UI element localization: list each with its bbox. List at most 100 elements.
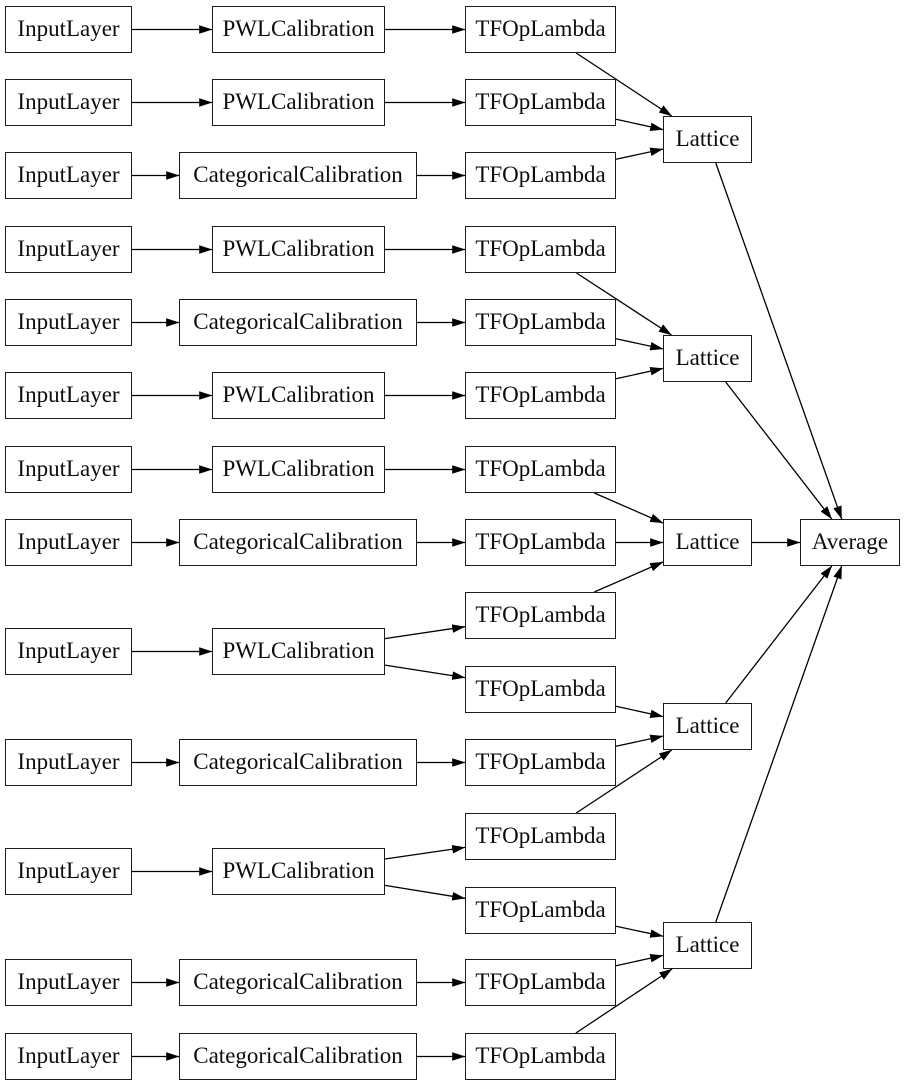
node-label: PWLCalibration: [222, 858, 375, 883]
edge-lat4-to-avg: [725, 565, 833, 704]
node-label: TFOpLambda: [475, 162, 606, 187]
node-label: TFOpLambda: [475, 16, 606, 41]
node-label: TFOpLambda: [475, 1043, 606, 1068]
node-tf10-tfoplambda: TFOpLambda: [465, 666, 616, 713]
node-in8-inputlayer: InputLayer: [5, 519, 132, 566]
node-label: Average: [811, 529, 889, 554]
node-tf4-tfoplambda: TFOpLambda: [465, 226, 616, 273]
node-label: CategoricalCalibration: [193, 309, 403, 334]
edge-tf11-to-lat4: [615, 734, 664, 747]
edge-cal11-to-tf13: [384, 884, 466, 901]
node-cal10-categoricalcalibration: CategoricalCalibration: [179, 739, 417, 786]
node-label: TFOpLambda: [475, 897, 606, 922]
node-label: CategoricalCalibration: [193, 969, 403, 994]
edge-lat2-to-avg: [725, 381, 833, 520]
node-tf13-tfoplambda: TFOpLambda: [465, 887, 616, 934]
node-cal2-pwlcalibration: PWLCalibration: [212, 79, 385, 126]
edge-lat5-to-avg: [715, 565, 843, 923]
edge-tf6-to-lat2: [615, 366, 664, 380]
node-label: CategoricalCalibration: [193, 1043, 403, 1068]
node-label: InputLayer: [17, 309, 120, 334]
node-label: TFOpLambda: [475, 236, 606, 261]
node-tf3-tfoplambda: TFOpLambda: [465, 152, 616, 199]
node-in6-inputlayer: InputLayer: [5, 372, 132, 419]
node-label: InputLayer: [17, 858, 120, 883]
node-label: TFOpLambda: [475, 749, 606, 774]
node-tf5-tfoplambda: TFOpLambda: [465, 299, 616, 346]
node-label: InputLayer: [17, 1043, 120, 1068]
node-lat2-lattice: Lattice: [663, 335, 752, 382]
node-label: CategoricalCalibration: [193, 749, 403, 774]
edge-cal9-to-tf9: [384, 624, 466, 640]
node-label: TFOpLambda: [475, 823, 606, 848]
node-tf12-tfoplambda: TFOpLambda: [465, 813, 616, 860]
edge-cal11-to-tf12: [384, 844, 466, 860]
node-label: TFOpLambda: [475, 529, 606, 554]
node-label: PWLCalibration: [222, 382, 375, 407]
node-label: InputLayer: [17, 638, 120, 663]
node-label: PWLCalibration: [222, 89, 375, 114]
node-cal12-categoricalcalibration: CategoricalCalibration: [179, 959, 417, 1006]
node-in11-inputlayer: InputLayer: [5, 848, 132, 895]
edge-tf2-to-lat1: [615, 118, 664, 132]
node-label: InputLayer: [17, 382, 120, 407]
node-tf9-tfoplambda: TFOpLambda: [465, 592, 616, 639]
node-label: PWLCalibration: [222, 456, 375, 481]
node-cal9-pwlcalibration: PWLCalibration: [212, 628, 385, 675]
edge-tf14-to-lat5: [615, 953, 664, 967]
node-tf15-tfoplambda: TFOpLambda: [465, 1033, 616, 1080]
node-cal3-categoricalcalibration: CategoricalCalibration: [179, 152, 417, 199]
node-tf7-tfoplambda: TFOpLambda: [465, 446, 616, 493]
node-label: PWLCalibration: [222, 236, 375, 261]
node-label: InputLayer: [17, 969, 120, 994]
node-tf1-tfoplambda: TFOpLambda: [465, 6, 616, 53]
edge-tf3-to-lat1: [615, 147, 664, 160]
node-label: InputLayer: [17, 529, 120, 554]
node-label: PWLCalibration: [222, 16, 375, 41]
node-cal11-pwlcalibration: PWLCalibration: [212, 848, 385, 895]
node-label: TFOpLambda: [475, 382, 606, 407]
node-in2-inputlayer: InputLayer: [5, 79, 132, 126]
node-cal7-pwlcalibration: PWLCalibration: [212, 446, 385, 493]
node-in5-inputlayer: InputLayer: [5, 299, 132, 346]
node-label: TFOpLambda: [475, 89, 606, 114]
node-label: InputLayer: [17, 89, 120, 114]
edge-tf9-to-lat3: [594, 561, 664, 593]
node-cal1-pwlcalibration: PWLCalibration: [212, 6, 385, 53]
node-label: Lattice: [675, 345, 740, 370]
node-cal13-categoricalcalibration: CategoricalCalibration: [179, 1033, 417, 1080]
node-in7-inputlayer: InputLayer: [5, 446, 132, 493]
edge-tf12-to-lat4: [575, 749, 673, 814]
node-in4-inputlayer: InputLayer: [5, 226, 132, 273]
node-label: TFOpLambda: [475, 676, 606, 701]
node-cal8-categoricalcalibration: CategoricalCalibration: [179, 519, 417, 566]
node-label: PWLCalibration: [222, 638, 375, 663]
edge-tf15-to-lat5: [575, 968, 673, 1034]
node-lat5-lattice: Lattice: [663, 922, 752, 969]
node-label: InputLayer: [17, 16, 120, 41]
edge-tf1-to-lat1: [575, 52, 673, 117]
edge-tf4-to-lat2: [576, 272, 672, 336]
node-in1-inputlayer: InputLayer: [5, 6, 132, 53]
node-label: Lattice: [675, 932, 740, 957]
node-label: TFOpLambda: [475, 309, 606, 334]
node-label: TFOpLambda: [475, 602, 606, 627]
edge-cal9-to-tf10: [384, 664, 466, 680]
node-tf6-tfoplambda: TFOpLambda: [465, 372, 616, 419]
node-avg-average: Average: [800, 519, 900, 566]
node-lat4-lattice: Lattice: [663, 703, 752, 750]
node-tf8-tfoplambda: TFOpLambda: [465, 519, 616, 566]
node-cal4-pwlcalibration: PWLCalibration: [212, 226, 385, 273]
node-label: Lattice: [675, 529, 740, 554]
node-in10-inputlayer: InputLayer: [5, 739, 132, 786]
node-label: InputLayer: [17, 162, 120, 187]
node-label: InputLayer: [17, 236, 120, 261]
node-in13-inputlayer: InputLayer: [5, 1033, 132, 1080]
node-label: TFOpLambda: [475, 456, 606, 481]
node-label: TFOpLambda: [475, 969, 606, 994]
node-in3-inputlayer: InputLayer: [5, 152, 132, 199]
node-label: InputLayer: [17, 749, 120, 774]
